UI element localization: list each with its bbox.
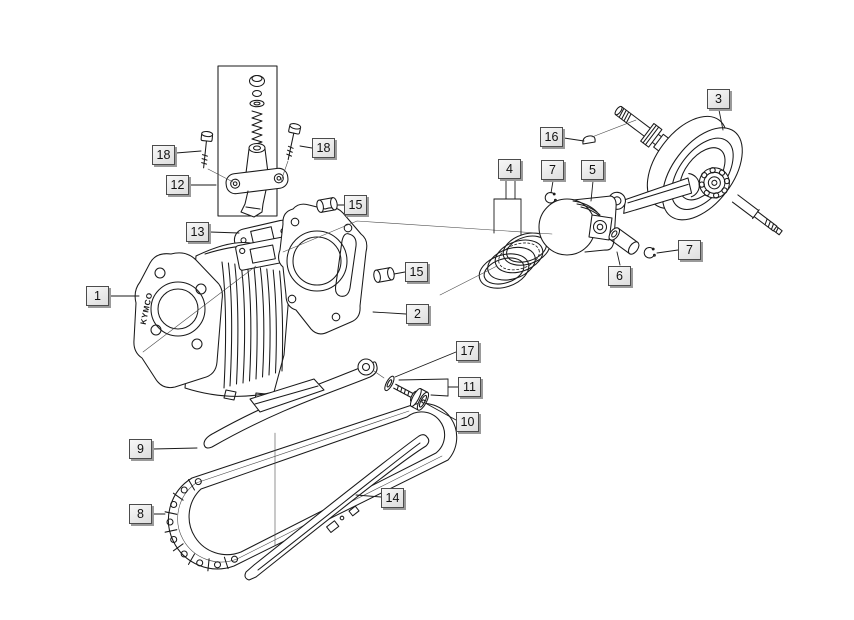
leader-line-16 bbox=[563, 137, 585, 142]
cylinder-drawing: KYMCO bbox=[133, 236, 293, 403]
callout-11-pivot-bolt-assembly[interactable]: 11 bbox=[458, 377, 481, 397]
callout-7-piston-pin-circlip[interactable]: 7 bbox=[678, 240, 701, 260]
leader-line-10 bbox=[426, 403, 457, 421]
leader-line-18 bbox=[175, 150, 202, 154]
callout-5-piston[interactable]: 5 bbox=[581, 160, 604, 180]
tensioner-mount-bolt-left bbox=[200, 130, 214, 169]
callout-7-piston-pin-circlip[interactable]: 7 bbox=[541, 160, 564, 180]
piston-pin-drawing bbox=[608, 227, 640, 255]
callout-9-chain-tensioner-arm[interactable]: 9 bbox=[129, 439, 152, 459]
callout-3-crankshaft[interactable]: 3 bbox=[707, 89, 730, 109]
callout-4-piston-ring-set[interactable]: 4 bbox=[498, 159, 521, 179]
leader-line-2 bbox=[372, 311, 407, 315]
tensioner-assembly-box bbox=[217, 65, 289, 218]
callout-1-cylinder[interactable]: 1 bbox=[86, 286, 109, 306]
dowel-pin-upper bbox=[316, 197, 338, 213]
leader-line-17 bbox=[394, 351, 457, 378]
callout-14-chain-guide[interactable]: 14 bbox=[381, 488, 404, 508]
tensioner-arm-drawing bbox=[203, 358, 378, 449]
leader-line-11 bbox=[430, 394, 449, 397]
leader-line-14 bbox=[355, 494, 382, 498]
callout-15-dowel-pin[interactable]: 15 bbox=[344, 195, 367, 215]
callout-8-cam-chain[interactable]: 8 bbox=[129, 504, 152, 524]
piston-drawing bbox=[538, 195, 617, 256]
callout-16-woodruff-key[interactable]: 16 bbox=[540, 127, 563, 147]
cam-chain-drawing bbox=[164, 402, 458, 572]
callout-10-tensioner-bolt-head[interactable]: 10 bbox=[456, 412, 479, 432]
piston-rings-drawing bbox=[478, 232, 551, 289]
circlip-right-icon bbox=[643, 247, 656, 259]
leader-line-7 bbox=[550, 180, 554, 194]
leader-line-11 bbox=[398, 378, 449, 381]
callout-17-washer[interactable]: 17 bbox=[456, 341, 479, 361]
woodruff-key-icon bbox=[582, 135, 596, 145]
leader-line-3 bbox=[718, 109, 724, 131]
leader-line-18 bbox=[299, 145, 313, 149]
tensioner-mount-bolt-right bbox=[286, 123, 302, 161]
washer-icon bbox=[384, 375, 395, 392]
callout-13-tensioner-gasket[interactable]: 13 bbox=[186, 222, 209, 242]
leader-line-9 bbox=[152, 447, 198, 450]
leader-line-13 bbox=[209, 231, 240, 234]
callout-12-cam-chain-tensioner[interactable]: 12 bbox=[166, 175, 189, 195]
leader-line-6 bbox=[616, 251, 621, 266]
head-gasket-drawing bbox=[278, 203, 368, 335]
leader-line-7 bbox=[656, 249, 679, 254]
callout-6-piston-pin[interactable]: 6 bbox=[608, 266, 631, 286]
pivot-bolt-washer-drawing bbox=[384, 375, 430, 411]
dowel-pin-lower bbox=[373, 267, 395, 283]
crankshaft-drawing bbox=[607, 105, 783, 236]
callout-2-cylinder-head-gasket[interactable]: 2 bbox=[406, 304, 429, 324]
cylinder-bore bbox=[150, 281, 206, 337]
chain-guide-drawing bbox=[244, 434, 430, 581]
callout-15-dowel-pin[interactable]: 15 bbox=[405, 262, 428, 282]
leader-line-5 bbox=[590, 180, 594, 202]
construction-lines bbox=[142, 119, 637, 547]
callout-18-tensioner-mount-bolt[interactable]: 18 bbox=[152, 145, 175, 165]
callout-18-tensioner-mount-bolt[interactable]: 18 bbox=[312, 138, 335, 158]
leader-line-15 bbox=[393, 271, 406, 275]
callout-leader-lines bbox=[109, 109, 724, 515]
